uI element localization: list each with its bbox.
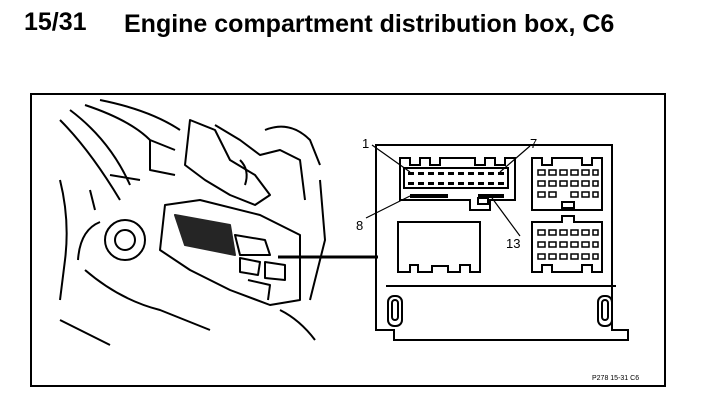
connector-box-outline — [375, 144, 629, 341]
connector-c6 — [399, 157, 516, 211]
connector-lower-left — [397, 221, 481, 273]
callout-1: 1 — [362, 136, 369, 151]
connector-c6-pins — [408, 172, 504, 198]
connector-upper-right-pins — [537, 169, 599, 198]
connector-upper-right — [531, 157, 603, 211]
page-title: Engine compartment distribution box, C6 — [124, 10, 615, 38]
connector-lower-right — [531, 215, 603, 273]
figure-reference: P278 15-31 C6 — [592, 375, 639, 382]
callout-8: 8 — [356, 218, 363, 233]
callout-13: 13 — [506, 236, 520, 251]
connector-lower-right-pins — [537, 229, 599, 260]
figure-frame — [30, 93, 666, 387]
page-number: 15/31 — [24, 8, 87, 36]
callout-leaders — [365, 144, 531, 237]
engine-compartment-illustration — [59, 99, 326, 346]
callout-7: 7 — [530, 136, 537, 151]
